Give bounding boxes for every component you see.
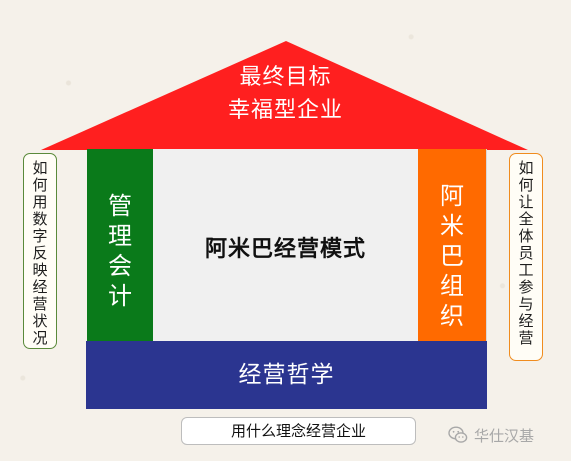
left-side-note: 如 何 用 数 字 反 映 经 营 状 况 [23,153,57,349]
left-note-char: 经 [32,278,48,296]
left-note-char: 字 [32,227,48,245]
bottom-caption: 用什么理念经营企业 [181,417,416,445]
left-note-char: 状 [32,312,48,330]
foundation-business-philosophy: 经营哲学 [86,341,487,409]
right-note-char: 工 [518,261,534,279]
left-note-char: 用 [32,193,48,211]
pillar-char: 组 [440,272,464,300]
right-note-char: 体 [518,227,534,245]
right-note-char: 员 [518,244,534,262]
pillar-char: 织 [440,302,464,330]
right-note-char: 经 [518,312,534,330]
left-note-char: 反 [32,244,48,262]
right-note-char: 如 [518,159,534,177]
left-note-char: 如 [32,159,48,177]
roof-title-happy-enterprise: 幸福型企业 [227,98,343,123]
roof-title-goal: 最终目标 [239,65,332,90]
center-label-amoeba-model: 阿米巴经营模式 [204,237,366,262]
right-note-char: 全 [518,210,534,228]
right-note-char: 让 [518,193,534,211]
pillar-char: 计 [108,282,132,310]
watermark-text: 华仕汉基 [474,426,535,445]
right-side-note: 如 何 让 全 体 员 工 参 与 经 营 [509,153,543,361]
roof [41,41,528,150]
pillar-char: 阿 [440,182,464,210]
pillar-management-accounting: 管 理 会 计 [87,149,153,341]
pillar-char: 会 [108,252,132,280]
right-note-char: 参 [518,278,534,296]
pillar-amoeba-organization: 阿 米 巴 组 织 [418,149,486,341]
right-note-char: 营 [518,329,534,347]
roof-shape [41,41,528,150]
left-note-char: 营 [32,295,48,313]
pillar-char: 管 [108,192,132,220]
left-note-char: 映 [32,261,48,279]
pillar-char: 理 [108,222,132,250]
right-note-char: 何 [518,176,534,194]
pillar-char: 米 [440,212,464,240]
wechat-icon [448,426,468,443]
left-note-char: 数 [32,210,48,228]
watermark: 华仕汉基 [448,424,534,446]
left-note-char: 何 [32,176,48,194]
pillar-char: 巴 [440,242,464,270]
left-note-char: 况 [32,329,48,347]
right-note-char: 与 [518,295,534,313]
